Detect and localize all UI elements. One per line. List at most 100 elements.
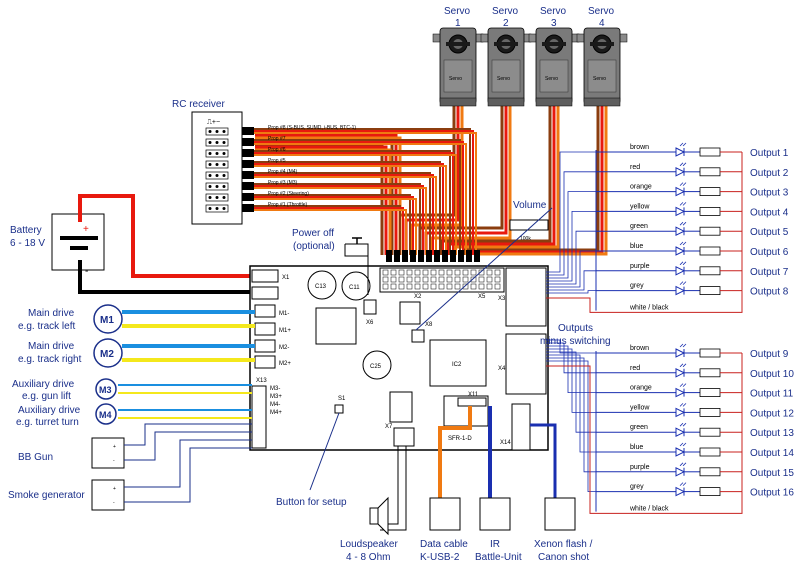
- resistor-icon: [699, 167, 721, 177]
- battery-voltage: 6 - 18 V: [10, 238, 45, 249]
- output-label: Output 6: [750, 247, 789, 258]
- resistor-icon: [699, 206, 721, 216]
- servo-number: 1: [455, 18, 461, 29]
- smoke-generator-label: Smoke generator: [8, 490, 85, 501]
- wire-color-label: brown: [630, 345, 649, 352]
- data-cable-model: K-USB-2: [420, 552, 460, 563]
- output-label: Output 11: [750, 389, 794, 400]
- prop-wire: [254, 176, 437, 255]
- pcb-x14: X14: [500, 440, 511, 446]
- controller-board: X1 C13 C11 C25 IC2 SFR-1-D X6 X8 S1 X2 X…: [249, 265, 549, 451]
- prop-label: Prop #6: [268, 147, 286, 153]
- led-icon: [675, 466, 686, 477]
- prop-wire: [254, 207, 404, 255]
- prop-wire: [254, 163, 444, 255]
- svg-text:+: +: [113, 486, 116, 492]
- m1-badge: M1: [100, 315, 114, 326]
- resistor-icon: [699, 246, 721, 256]
- bb-gun-label: BB Gun: [18, 452, 53, 463]
- output-label: Output 3: [750, 188, 789, 199]
- wire-color-label: purple: [630, 464, 650, 471]
- wire-color-label: grey: [630, 283, 644, 290]
- pcb-x3: X3: [498, 296, 506, 302]
- xenon-label: Xenon flash /: [534, 539, 593, 550]
- battery-wires: [78, 194, 255, 294]
- output-label: Output 2: [750, 168, 789, 179]
- led-icon: [675, 427, 686, 438]
- led-icon: [675, 166, 686, 177]
- prop-wire: [254, 128, 471, 255]
- prop-wire: [254, 150, 451, 255]
- resistor-icon: [699, 266, 721, 276]
- loudspeaker-spec: 4 - 8 Ohm: [346, 552, 390, 563]
- prop-wire: [254, 185, 424, 255]
- pcb-c25: C25: [370, 364, 382, 370]
- m3-line2: e.g. gun lift: [22, 391, 71, 402]
- wire-color-label: grey: [630, 484, 644, 491]
- prop-connector: [242, 182, 254, 190]
- prop-wire: [254, 194, 411, 255]
- prop-label: Prop #5: [268, 158, 286, 164]
- resistor-icon: [699, 286, 721, 296]
- servo-body-label: Servo: [545, 76, 558, 82]
- battery-label: Battery: [10, 225, 42, 236]
- prop-connector: [242, 127, 254, 135]
- prop-wire: [254, 196, 414, 255]
- led-icon: [675, 285, 686, 296]
- pcb-s1: S1: [338, 396, 346, 402]
- resistor-icon: [699, 447, 721, 457]
- loudspeaker-label: Loudspeaker: [340, 539, 398, 550]
- prop-wire-group: Prop #8 (S-BUS, SUMD, i-BUS, BTC-1) Prop …: [242, 125, 480, 262]
- pcb-m2-minus: M2-: [279, 345, 289, 351]
- m2-badge: M2: [100, 349, 114, 360]
- prop-wire: [254, 154, 457, 255]
- output-label: Output 10: [750, 369, 794, 380]
- button-for-setup: Button for setup: [276, 412, 347, 508]
- led-icon: [675, 407, 686, 418]
- prop-connector: [242, 149, 254, 157]
- wire-color-label: yellow: [630, 203, 650, 210]
- output-label: Output 13: [750, 428, 794, 439]
- button-setup-label: Button for setup: [276, 497, 347, 508]
- rc-receiver-symbol: ⎍+−: [207, 119, 220, 126]
- pcb-x8: X8: [425, 322, 433, 328]
- prop-wire: [254, 161, 441, 255]
- resistor-icon: [699, 487, 721, 497]
- prop-wire: [254, 209, 407, 255]
- m4-badge: M4: [99, 410, 112, 420]
- servo-number: 3: [551, 18, 557, 29]
- pcb-m4-minus: M4-: [270, 402, 280, 408]
- m3-badge: M3: [99, 385, 112, 395]
- power-off-label: Power off: [292, 228, 334, 239]
- prop-label: Prop #8 (S-BUS, SUMD, i-BUS, BTC-1): [268, 125, 356, 131]
- rc-receiver-slots: [205, 127, 229, 213]
- m4-line2: e.g. turret turn: [16, 417, 79, 428]
- resistor-icon: [699, 427, 721, 437]
- resistor-icon: [699, 348, 721, 358]
- rc-receiver: RC receiver ⎍+−: [172, 99, 243, 225]
- prop-wire: [254, 187, 427, 255]
- pcb-x1-label: X1: [282, 275, 290, 281]
- prop-connector: [242, 193, 254, 201]
- volume-label: Volume: [513, 200, 547, 211]
- pcb-x7: X7: [385, 424, 393, 430]
- led-icon: [675, 265, 686, 276]
- pcb-m1-minus: M1-: [279, 311, 289, 317]
- wire-color-label: blue: [630, 243, 643, 250]
- wire-color-label: green: [630, 223, 648, 230]
- pcb-x11: X11: [468, 392, 479, 398]
- battery-plus: +: [83, 224, 89, 235]
- prop-wire: [254, 152, 454, 255]
- led-icon: [675, 348, 686, 358]
- pcb-x13: X13: [256, 378, 267, 384]
